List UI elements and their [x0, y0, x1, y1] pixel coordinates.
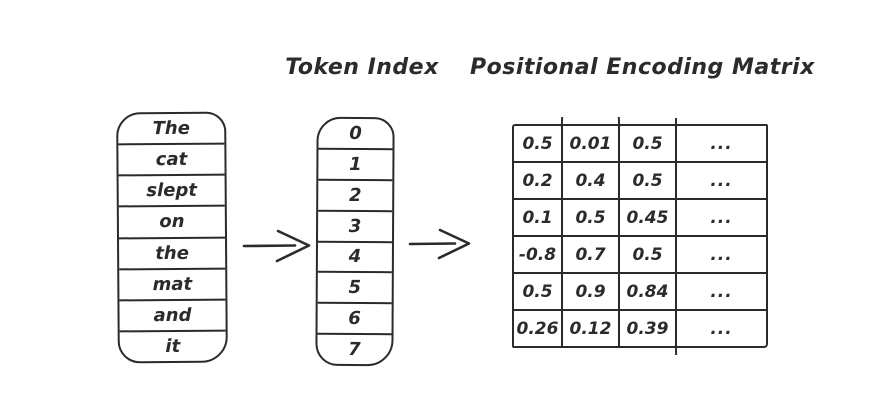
token-index-item: 3 — [317, 211, 393, 243]
right-arrow-icon — [408, 228, 471, 260]
matrix-cell: 0.26 — [514, 311, 563, 346]
matrix-cell: ... — [710, 207, 733, 228]
matrix-cell: 0.5 — [620, 237, 677, 272]
matrix-cell: 0.5 — [620, 163, 677, 198]
sketch-overshoot-line — [617, 116, 621, 128]
matrix-row: -0.8 0.7 0.5 ... — [514, 237, 766, 274]
sketch-overshoot-line — [674, 344, 678, 356]
matrix-row: 0.1 0.5 0.45 ... — [514, 200, 766, 237]
matrix-cell: ... — [710, 133, 733, 154]
token-index-item: 7 — [348, 339, 361, 361]
matrix-row: 0.5 0.01 0.5 ... — [514, 126, 766, 163]
word-item: it — [165, 335, 181, 357]
matrix-row: 0.26 0.12 0.39 ... — [514, 311, 766, 346]
matrix-cell: 0.12 — [563, 311, 620, 346]
word-list: The cat slept on the mat and it — [116, 111, 228, 364]
word-item: on — [118, 207, 226, 239]
token-index-item: 6 — [317, 304, 392, 336]
matrix-cell: -0.8 — [514, 237, 563, 272]
matrix-cell: 0.5 — [620, 126, 677, 161]
matrix-cell: 0.39 — [620, 311, 677, 346]
word-item: mat — [119, 269, 226, 302]
word-item: The — [118, 113, 225, 146]
matrix-cell: ... — [710, 318, 733, 339]
matrix-cell: 0.5 — [514, 274, 563, 309]
matrix-cell: ... — [710, 244, 733, 265]
matrix-cell: 0.01 — [563, 126, 620, 161]
token-index-item: 0 — [318, 118, 393, 151]
matrix-cell: 0.5 — [514, 126, 563, 161]
matrix-title: Positional Encoding Matrix — [470, 55, 815, 80]
right-arrow-icon — [242, 229, 311, 263]
word-item: slept — [118, 175, 225, 208]
sketch-overshoot-line — [674, 117, 678, 128]
matrix-cell: 0.2 — [514, 163, 563, 198]
token-index-item: 5 — [317, 273, 392, 305]
matrix-cell: 0.4 — [563, 163, 620, 198]
matrix-row: 0.2 0.4 0.5 ... — [514, 163, 766, 200]
sketch-overshoot-line — [560, 116, 564, 128]
matrix-cell: 0.45 — [620, 200, 677, 235]
token-index-item: 2 — [318, 180, 393, 212]
matrix-cell: ... — [710, 281, 733, 302]
token-index-item: 4 — [317, 242, 392, 274]
token-index-list: 0 1 2 3 4 5 6 7 — [315, 116, 395, 367]
matrix-cell: ... — [710, 170, 733, 191]
matrix-cell: 0.7 — [563, 237, 620, 272]
word-item: and — [119, 300, 226, 333]
matrix-cell: 0.5 — [563, 200, 620, 235]
matrix-cell: 0.9 — [563, 274, 620, 309]
word-item: cat — [118, 144, 225, 177]
word-item: the — [119, 238, 226, 270]
matrix-cell: 0.84 — [620, 274, 677, 309]
matrix-cell: 0.1 — [514, 200, 563, 235]
positional-encoding-matrix: 0.5 0.01 0.5 ... 0.2 0.4 0.5 ... 0.1 0.5… — [512, 116, 768, 356]
matrix-row: 0.5 0.9 0.84 ... — [514, 274, 766, 311]
token-index-title: Token Index — [285, 55, 439, 80]
token-index-item: 1 — [318, 149, 393, 181]
